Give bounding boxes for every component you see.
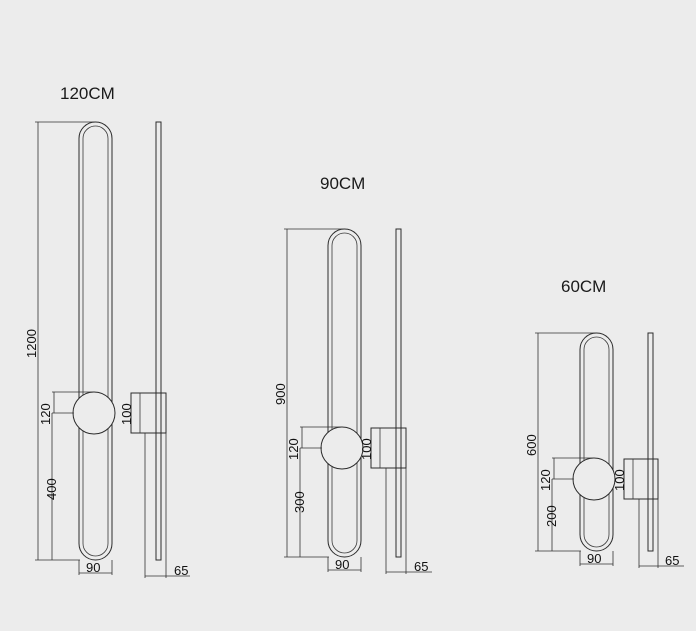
loop-inner — [331, 232, 358, 554]
title-90cm: 90CM — [320, 174, 365, 193]
loop-outer — [579, 332, 614, 552]
dim-height: 600 — [524, 434, 539, 456]
dim-depth: 65 — [174, 563, 188, 578]
side-plate — [623, 458, 649, 500]
dim-lower: 400 — [44, 478, 59, 500]
title-120cm: 120CM — [60, 84, 115, 103]
mount-disc — [572, 457, 616, 501]
side-plate — [130, 392, 157, 434]
side-bar — [155, 121, 162, 561]
mount-disc — [320, 426, 364, 470]
dim-width: 90 — [335, 557, 349, 572]
loop-inner — [82, 125, 109, 557]
dim-depth: 65 — [665, 553, 679, 568]
dim-lower: 200 — [544, 505, 559, 527]
dim-mount-offset: 120 — [538, 469, 553, 491]
side-bracket — [155, 392, 167, 434]
dim-mount-offset: 120 — [38, 403, 53, 425]
dim-mount-offset: 120 — [286, 438, 301, 460]
dim-plate: 100 — [119, 403, 134, 425]
side-bar — [647, 332, 654, 552]
loop-outer — [78, 121, 113, 561]
mount-disc — [72, 391, 116, 435]
lamp-60cm: 60CM 600 120 200 90 100 65 — [524, 277, 684, 568]
side-bar — [395, 228, 402, 558]
side-plate — [370, 427, 397, 469]
dim-height: 900 — [273, 383, 288, 405]
dim-lower: 300 — [292, 491, 307, 513]
loop-outer — [327, 228, 362, 558]
dim-height: 1200 — [24, 329, 39, 358]
loop-inner — [583, 336, 610, 548]
dim-plate: 100 — [612, 469, 627, 491]
lamp-90cm: 90CM 900 120 300 90 100 65 — [273, 174, 432, 574]
dim-depth: 65 — [414, 559, 428, 574]
dim-width: 90 — [86, 560, 100, 575]
lamp-120cm: 120CM 1200 120 400 90 100 65 — [24, 84, 190, 578]
dim-width: 90 — [587, 551, 601, 566]
title-60cm: 60CM — [561, 277, 606, 296]
dim-plate: 100 — [359, 438, 374, 460]
side-bracket — [395, 427, 407, 469]
side-bracket — [647, 458, 659, 500]
